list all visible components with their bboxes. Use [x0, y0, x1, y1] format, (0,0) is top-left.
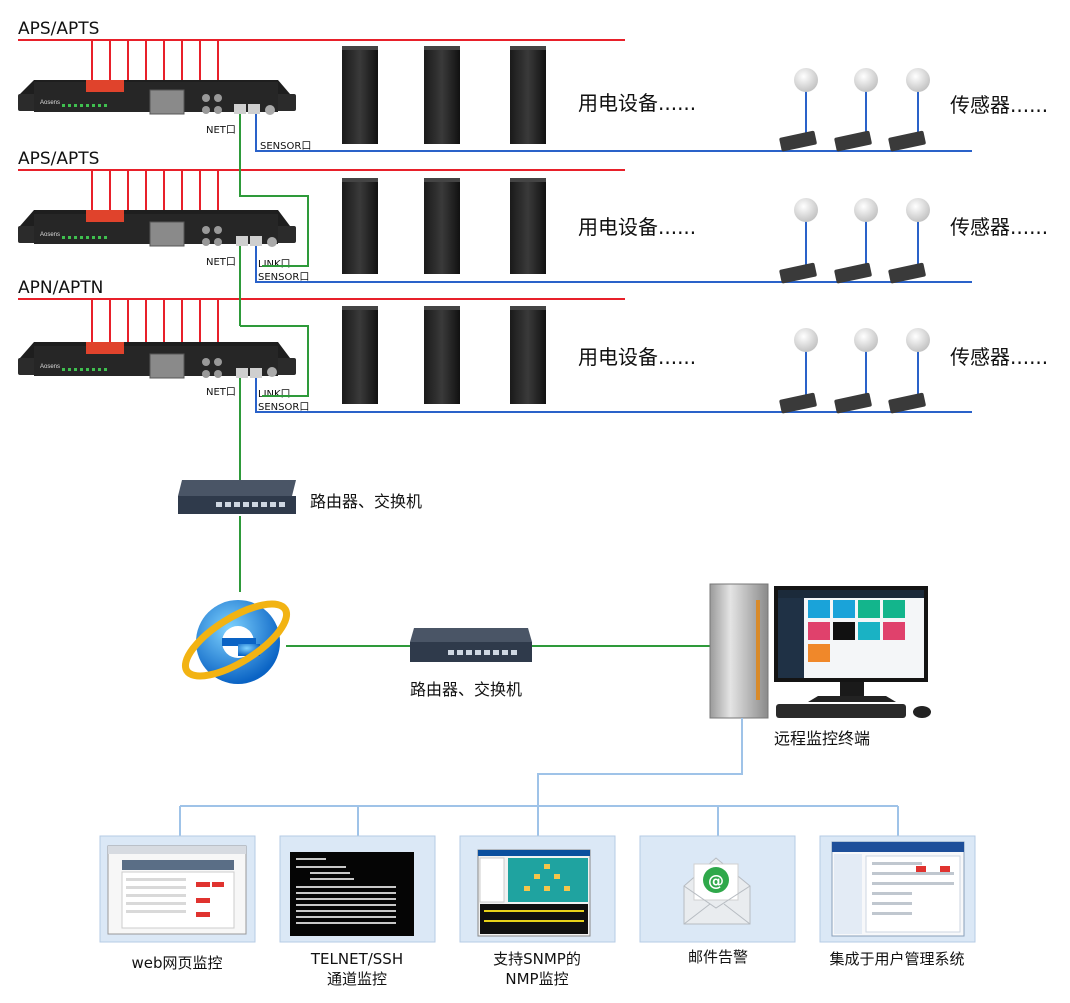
server-rack-group: [342, 306, 546, 404]
method-web-panel: [99, 835, 256, 943]
sensor-port-label: SENSOR口: [260, 141, 311, 152]
power-drops: [91, 40, 219, 82]
method-label: 邮件告警: [688, 948, 748, 966]
method-label: web网页监控: [131, 954, 222, 972]
net-port-label: NET口: [206, 387, 236, 398]
sensor-bus-line: [255, 246, 972, 283]
svg-text:@: @: [708, 871, 724, 890]
router-label: 路由器、交换机: [410, 680, 522, 699]
pdu-brand-label: Aosens: [40, 364, 60, 370]
equipment-label: 用电设备......: [578, 91, 696, 115]
router-switch-1: [178, 480, 296, 514]
method-email-panel: @: [639, 835, 796, 943]
sensor-port-label: SENSOR口: [258, 402, 309, 413]
sensor-group: [779, 68, 930, 152]
method-label: 集成于用户管理系统: [829, 950, 964, 968]
terminal-label: 远程监控终端: [774, 729, 870, 748]
method-label: NMP监控: [505, 970, 568, 988]
server-rack-group: [342, 46, 546, 144]
method-snmp-panel: [459, 835, 616, 943]
pdu-device: Aosens: [18, 210, 296, 247]
method-telnet-panel: [279, 835, 436, 943]
remote-terminal: [709, 583, 931, 719]
pdu-device: Aosens: [18, 342, 296, 379]
sensor-label: 传感器......: [950, 93, 1048, 117]
keyboard: [776, 704, 906, 718]
network-links: [239, 114, 710, 647]
sensor-label: 传感器......: [950, 215, 1048, 239]
link-port-label: LINK口: [258, 259, 291, 270]
router-switch-2: [410, 628, 532, 662]
email-icon: [703, 867, 729, 893]
rack-row-1: APS/APTS Aosens NET口 SENSOR口 用电设备....: [18, 19, 1048, 152]
method-label: 支持SNMP的: [493, 950, 581, 968]
sensor-group: [779, 198, 930, 284]
sensor-bus-line: [255, 114, 972, 152]
power-drops: [91, 299, 219, 342]
method-tree-lines: [179, 718, 899, 836]
method-label: TELNET/SSH: [310, 950, 403, 968]
server-rack-group: [342, 178, 546, 274]
rack-model-label: APN/APTN: [18, 278, 103, 298]
mouse: [913, 706, 931, 718]
net-port-label: NET口: [206, 125, 236, 136]
method-label: 通道监控: [327, 970, 387, 988]
pdu-brand-label: Aosens: [40, 232, 60, 238]
link-port-label: LINK口: [258, 389, 291, 400]
router-label: 路由器、交换机: [310, 492, 422, 511]
sensor-group: [779, 328, 930, 414]
rack-model-label: APS/APTS: [18, 149, 99, 169]
equipment-label: 用电设备......: [578, 215, 696, 239]
rack-model-label: APS/APTS: [18, 19, 99, 39]
power-drops: [91, 170, 219, 212]
browser-icon: [181, 600, 291, 684]
sensor-port-label: SENSOR口: [258, 272, 309, 283]
sensor-label: 传感器......: [950, 345, 1048, 369]
method-integration-panel: [819, 835, 976, 943]
sensor-bus-line: [255, 378, 972, 413]
rack-row-2: APS/APTS Aosens NET口 LINK口 SENSOR口: [18, 149, 1048, 284]
pdu-device: Aosens: [18, 80, 296, 115]
rack-row-3: APN/APTN Aosens NET口 LINK口 SENSOR口: [18, 278, 1048, 414]
equipment-label: 用电设备......: [578, 345, 696, 369]
pdu-brand-label: Aosens: [40, 100, 60, 106]
net-port-label: NET口: [206, 257, 236, 268]
